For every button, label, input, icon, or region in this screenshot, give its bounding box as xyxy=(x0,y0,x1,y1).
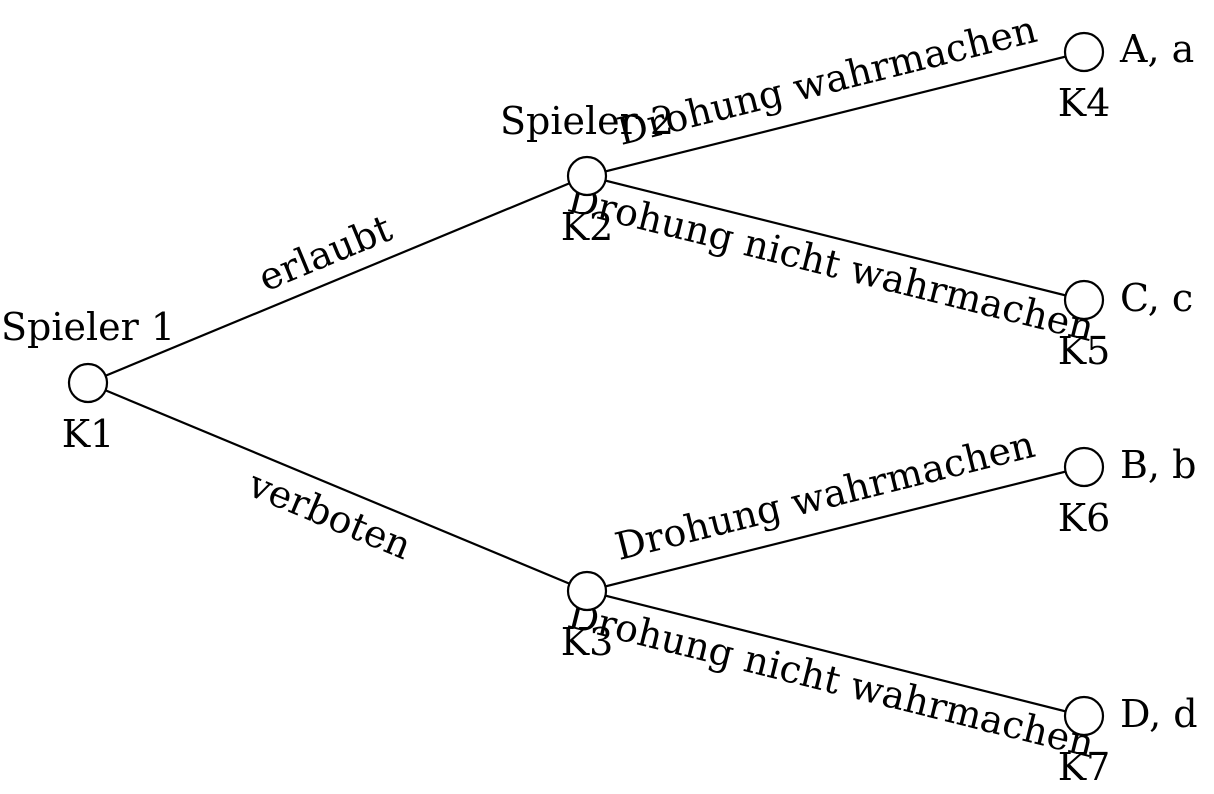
edge-k2-k4 xyxy=(586,50,1085,178)
edge-k3-k7 xyxy=(586,589,1085,718)
payoff-k4: A, a xyxy=(1119,27,1194,71)
edge-label-verboten: verboten xyxy=(241,461,417,568)
node-label-k5: K5 xyxy=(1058,329,1111,373)
payoff-k7: D, d xyxy=(1120,692,1198,736)
node-label-k6: K6 xyxy=(1058,496,1111,540)
node-k2 xyxy=(566,155,608,197)
edge-label-k3-k7: Drohung nicht wahrmachen xyxy=(564,593,1099,766)
node-k6 xyxy=(1063,446,1105,488)
node-k7 xyxy=(1063,695,1105,737)
node-k3 xyxy=(566,570,608,612)
node-label-k1: K1 xyxy=(62,412,115,456)
edge-k3-k6 xyxy=(586,465,1085,593)
edge-k2-k5 xyxy=(586,174,1085,302)
node-label-k4: K4 xyxy=(1058,81,1111,125)
payoff-k5: C, c xyxy=(1120,276,1193,320)
edge-k1-k2 xyxy=(87,174,588,385)
edge-label-k2-k4: Drohung wahrmachen xyxy=(613,7,1041,154)
node-label-k2: K2 xyxy=(561,205,614,249)
node-label-k7: K7 xyxy=(1058,745,1111,789)
player-label-k1: Spieler 1 xyxy=(1,305,175,349)
node-label-k3: K3 xyxy=(561,620,614,664)
edge-label-k3-k6: Drohung wahrmachen xyxy=(611,422,1039,569)
node-k4 xyxy=(1063,31,1105,73)
edge-label-erlaubt: erlaubt xyxy=(252,206,398,300)
edge-label-k2-k5: Drohung nicht wahrmachen xyxy=(564,177,1099,350)
node-k1 xyxy=(67,362,109,404)
node-k5 xyxy=(1063,279,1105,321)
edge-k1-k3 xyxy=(87,381,588,593)
player-label-k2: Spieler 2 xyxy=(500,99,674,143)
payoff-k6: B, b xyxy=(1120,443,1196,487)
